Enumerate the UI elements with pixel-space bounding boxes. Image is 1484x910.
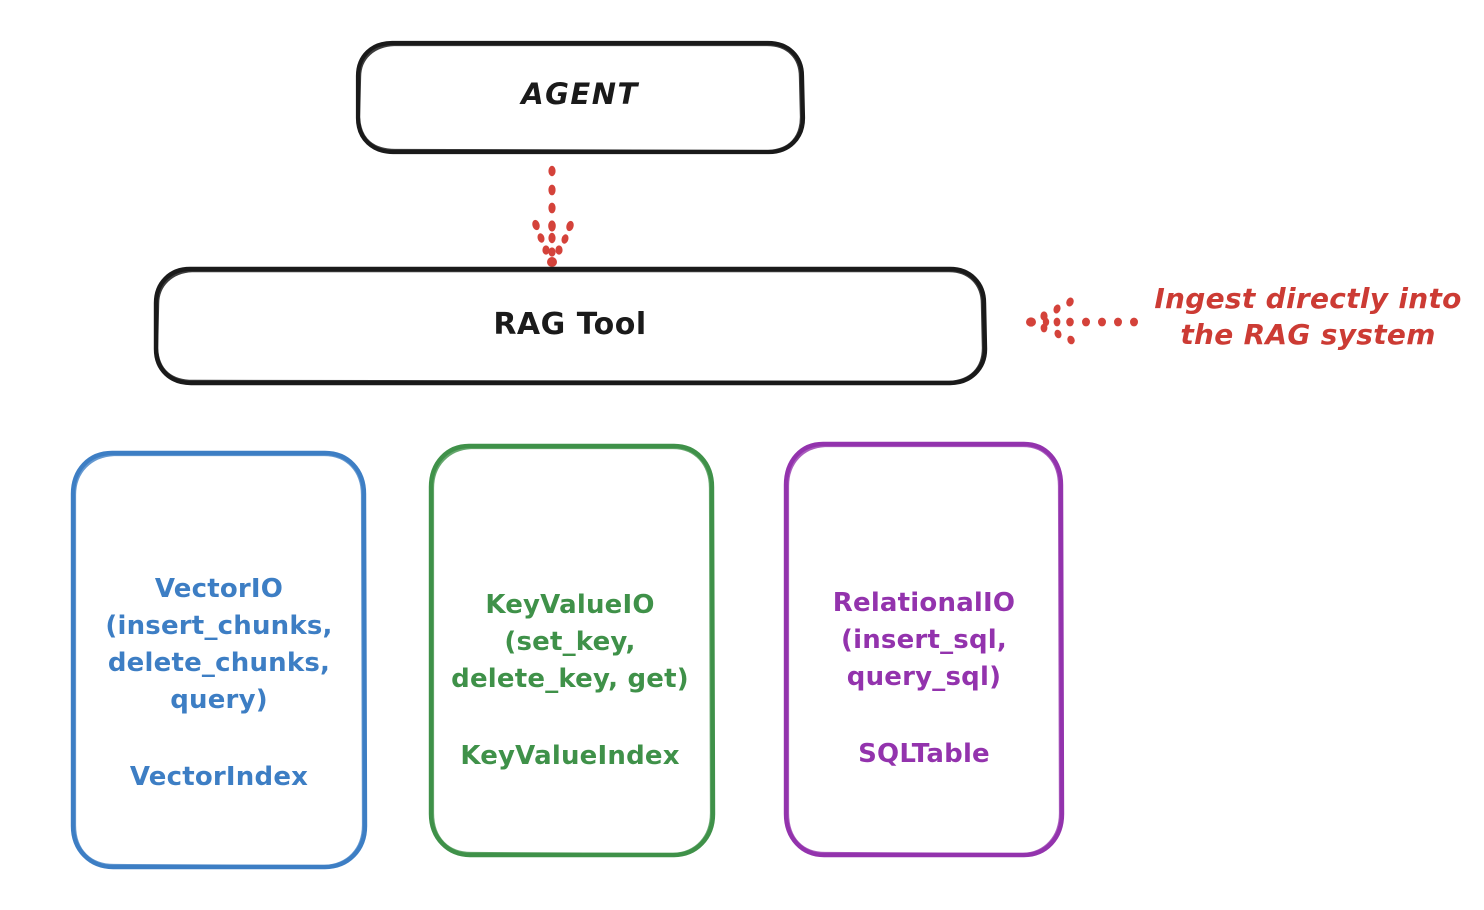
- relational-io-card-text: RelationalIO (insert_sql, query_sql) SQL…: [780, 548, 1068, 810]
- agent-box-outline: [355, 40, 806, 155]
- rag-tool-box-outline: [153, 266, 988, 386]
- key-value-io-card-sketch-overlay: [431, 446, 713, 856]
- relational-io-node[interactable]: [783, 441, 1065, 858]
- vector-io-card-sketch-overlay: [73, 453, 365, 868]
- key-value-io-node[interactable]: [428, 443, 716, 858]
- relational-io-card-sketch-overlay: [786, 444, 1062, 856]
- agent-node[interactable]: [355, 40, 806, 155]
- vector-io-card-text: VectorIO (insert_chunks, delete_chunks, …: [72, 534, 366, 833]
- vector-io-node[interactable]: [70, 450, 368, 870]
- ingest-arrow: [1026, 297, 1138, 345]
- agent-box-sketch-overlay: [357, 43, 803, 153]
- key-value-io-index-label: KeyValueIndex: [460, 740, 680, 771]
- agent-to-rag-arrow: [532, 165, 574, 267]
- key-value-io-card-text: KeyValueIO (set_key, delete_key, get) Ke…: [424, 550, 716, 812]
- rag-tool-node[interactable]: [153, 266, 988, 386]
- relational-io-index-label: SQLTable: [858, 738, 990, 769]
- key-value-io-api-label: KeyValueIO (set_key, delete_key, get): [451, 589, 689, 694]
- relational-io-api-label: RelationalIO (insert_sql, query_sql): [832, 587, 1016, 692]
- rag-tool-box-sketch-overlay: [155, 269, 985, 384]
- vector-io-api-label: VectorIO (insert_chunks, delete_chunks, …: [105, 573, 333, 715]
- vector-io-index-label: VectorIndex: [129, 761, 309, 792]
- ingest-annotation: Ingest directly into the RAG system: [1154, 282, 1462, 352]
